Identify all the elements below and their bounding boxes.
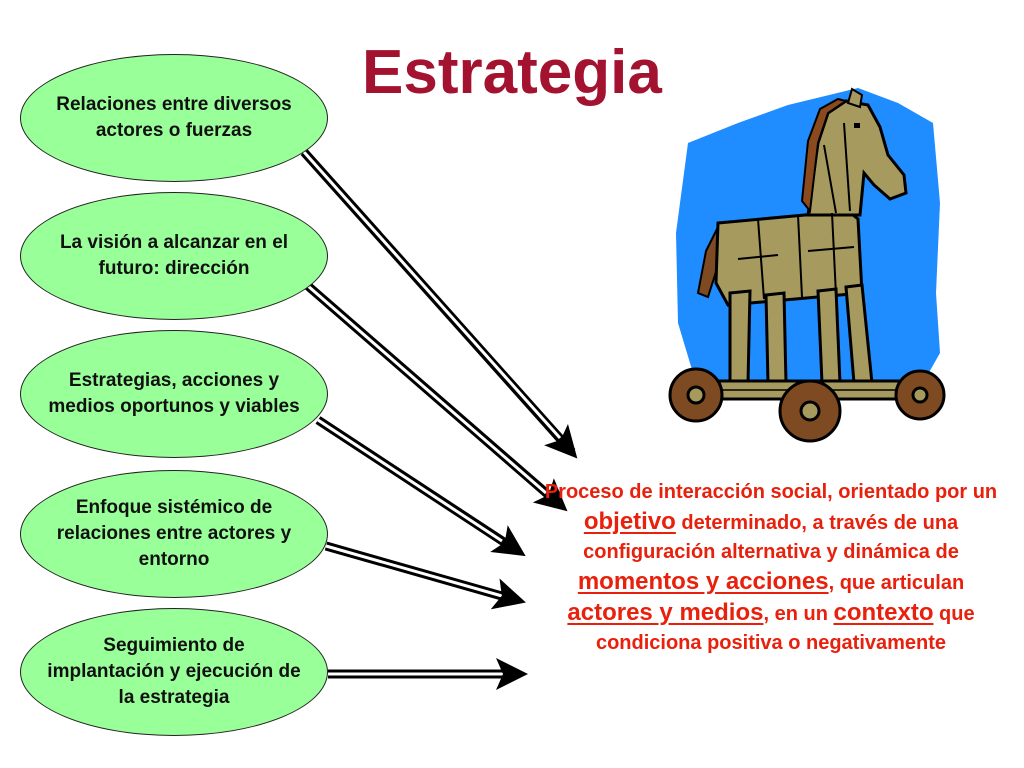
node-label: Seguimiento de implantación y ejecución … <box>47 635 301 708</box>
definition-text: , que articulan <box>828 572 965 594</box>
page-title: Estrategia <box>362 38 662 107</box>
node-label: La visión a alcanzar en el futuro: direc… <box>59 232 289 279</box>
node-label: Enfoque sistémico de relaciones entre ac… <box>56 497 292 570</box>
concept-node-estrategias: Estrategias, acciones y medios oportunos… <box>20 330 328 458</box>
node-label: Relaciones entre diversos actores o fuer… <box>56 94 292 141</box>
node-label: Estrategias, acciones y medios oportunos… <box>48 370 300 417</box>
concept-node-vision: La visión a alcanzar en el futuro: direc… <box>20 192 328 320</box>
definition-text: , en un <box>763 603 834 625</box>
keyword-objetivo: objetivo <box>583 508 676 535</box>
concept-node-enfoque: Enfoque sistémico de relaciones entre ac… <box>20 470 328 598</box>
definition-text: Proceso de interacción social, orientado… <box>544 481 998 503</box>
strategy-definition: Proceso de interacción social, orientado… <box>536 478 1006 658</box>
keyword-contexto: contexto <box>833 599 934 626</box>
keyword-actores-medios: actores y medios <box>567 599 764 626</box>
arrow-3 <box>315 416 526 557</box>
concept-node-relaciones: Relaciones entre diversos actores o fuer… <box>20 54 328 182</box>
trojan-horse-icon <box>668 87 946 443</box>
arrow-1 <box>300 149 578 459</box>
keyword-momentos-acciones: momentos y acciones <box>577 568 829 595</box>
arrow-2 <box>305 282 568 512</box>
definition-text: que condiciona positiva o negativamente <box>595 603 975 654</box>
arrow-4 <box>324 541 526 610</box>
definition-text: determinado, a través de una configuraci… <box>583 512 959 563</box>
concept-node-seguimiento: Seguimiento de implantación y ejecución … <box>20 608 328 736</box>
